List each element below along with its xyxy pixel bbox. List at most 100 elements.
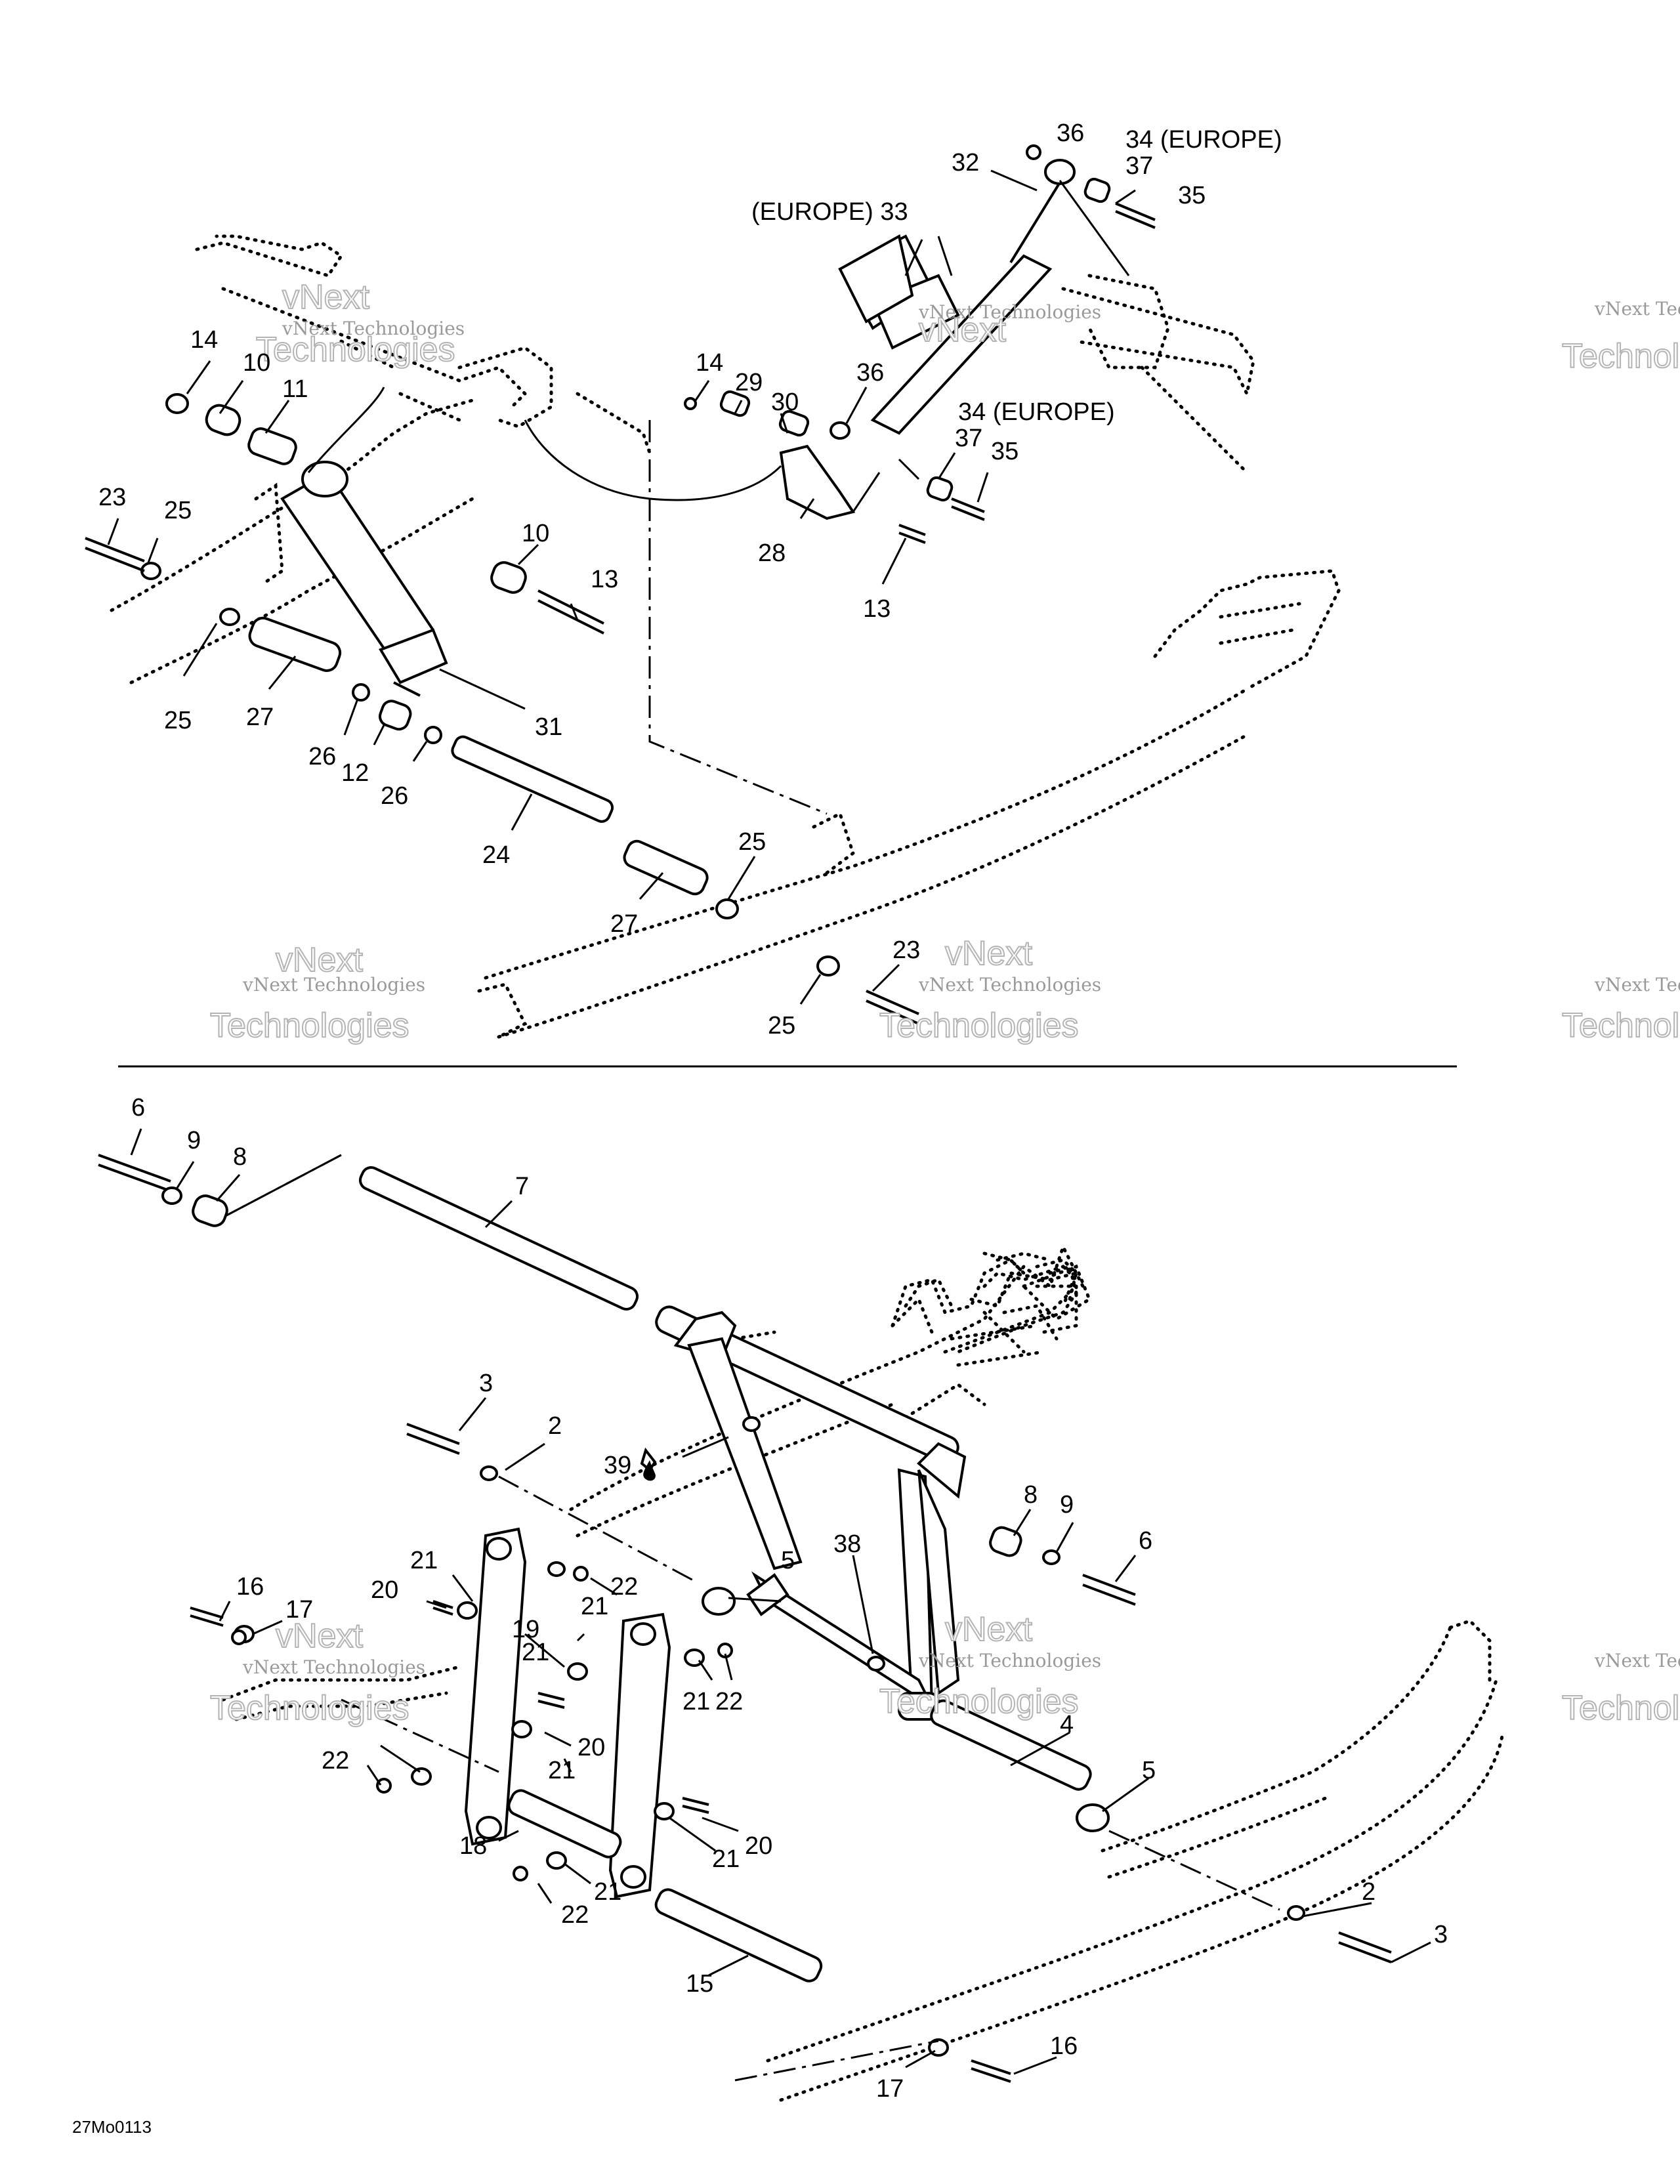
callout: 9 [187, 1127, 201, 1154]
watermark-text: vNext [945, 934, 1032, 973]
callout: 21 [682, 1688, 710, 1715]
watermark-text: Technologies [879, 1683, 1079, 1721]
callout: 37 [955, 425, 982, 452]
callout: 21 [594, 1878, 621, 1906]
watermark-text: vNext [276, 941, 363, 979]
callout: 12 [341, 759, 369, 787]
callout: 10 [522, 520, 549, 547]
callout: 25 [768, 1012, 795, 1040]
callout: 37 [1125, 152, 1153, 180]
callout: 34 (EUROPE) [958, 398, 1115, 426]
watermark-text: vNext [282, 278, 369, 316]
callout: 13 [591, 566, 618, 593]
callout: 5 [781, 1547, 795, 1574]
callout: 20 [745, 1832, 772, 1860]
callout: 19 [512, 1616, 539, 1643]
callout: 20 [578, 1734, 605, 1761]
watermarks: Technologies vNext vNext Technologies vN… [209, 278, 1680, 1728]
callout: 3 [1434, 1921, 1448, 1948]
callout: 35 [1178, 182, 1206, 209]
callout: 8 [233, 1143, 247, 1171]
callout: 27 [246, 704, 274, 731]
callout: 28 [758, 539, 786, 567]
callout: (EUROPE) 33 [751, 198, 908, 226]
watermark-text: vNext [945, 1610, 1032, 1648]
callout: 14 [696, 349, 723, 377]
callout: 26 [308, 743, 336, 770]
bottom-leader-lines [130, 1128, 1431, 2075]
top-bushings [85, 393, 919, 1025]
callout: 29 [735, 369, 763, 396]
callout: 9 [1060, 1491, 1074, 1519]
callout: 3 [479, 1370, 493, 1397]
callout: 21 [548, 1757, 576, 1784]
bottom-rail-frame-right [904, 1251, 1078, 1354]
callout: 34 (EUROPE) [1125, 126, 1282, 154]
top-rail-frame [110, 398, 1341, 1039]
diagram-code: 27Mo0113 [72, 2117, 152, 2137]
callout: 20 [371, 1576, 398, 1604]
callout: 17 [876, 2075, 904, 2103]
bottom-upper-rod [216, 1154, 639, 1311]
watermark-text: vNext Technologies [918, 974, 1101, 996]
top-leader-lines [107, 169, 1136, 1005]
watermark-text: vNext [919, 311, 1006, 349]
top-right-shock [684, 144, 1255, 544]
watermark-text: vNext Technologies [1594, 974, 1680, 996]
callout: 14 [190, 326, 218, 354]
callout: 36 [856, 359, 884, 387]
callout: 22 [610, 1573, 638, 1601]
callout: 22 [322, 1747, 349, 1774]
bottom-rail-frame [221, 1242, 1505, 2102]
bottom-cross-pipe [655, 1305, 967, 1721]
bottom-dashed-lines [341, 1475, 1280, 2082]
bottom-hardware [98, 1154, 1392, 2083]
watermark-text: Technologies [1562, 1007, 1680, 1045]
callout: 31 [535, 713, 562, 741]
callout: 11 [282, 375, 308, 403]
callout: 25 [164, 707, 192, 734]
watermark-text: Technologies [210, 1689, 410, 1727]
callout: 4 [1060, 1711, 1074, 1738]
callout: 23 [892, 936, 920, 964]
callout: 6 [131, 1094, 145, 1122]
callout: 13 [863, 595, 891, 623]
bottom-lower-rod [702, 1587, 1110, 1832]
callouts-top: 36 34 (EUROPE) 37 35 32 (EUROPE) 33 14 1… [98, 119, 1282, 1040]
watermark-text: vNext Technologies [918, 1650, 1101, 1671]
callout: 5 [1142, 1757, 1156, 1784]
callout: 25 [738, 828, 766, 856]
callout: 16 [1050, 2032, 1078, 2060]
watermark-text: vNext [276, 1617, 363, 1655]
watermark-text: Technologies [1562, 337, 1680, 375]
watermark-text: vNext Technologies [1594, 1650, 1680, 1671]
watermark-text: vNext Technologies [1594, 298, 1680, 320]
callout: 27 [610, 910, 638, 938]
callout: 32 [952, 149, 979, 177]
callout: 26 [381, 782, 408, 810]
callout: 24 [482, 841, 510, 869]
callout: 35 [991, 438, 1018, 465]
callout: 39 [604, 1452, 631, 1479]
callout: 17 [285, 1596, 313, 1624]
callout: 22 [715, 1688, 743, 1715]
callout: 2 [548, 1412, 562, 1440]
top-upper-shock-dotted [195, 234, 652, 455]
top-connector-curves [307, 180, 1130, 815]
callout: 8 [1024, 1481, 1038, 1509]
callout: 21 [410, 1547, 438, 1574]
watermark-text: Technologies [210, 1007, 410, 1045]
top-shock-absorber [280, 461, 448, 697]
bottom-rear-arms [464, 1527, 823, 1983]
callout: 21 [522, 1639, 549, 1666]
callout: 25 [164, 497, 192, 524]
callout: 2 [1362, 1878, 1376, 1906]
callouts-bottom: 6 9 8 7 3 2 39 8 9 6 38 21 20 22 5 16 17… [131, 1094, 1448, 2103]
callout: 38 [833, 1530, 861, 1558]
callout: 30 [771, 388, 799, 416]
watermark-text: Technologies [256, 331, 455, 369]
callout: 10 [243, 349, 270, 377]
callout: 7 [515, 1173, 529, 1200]
